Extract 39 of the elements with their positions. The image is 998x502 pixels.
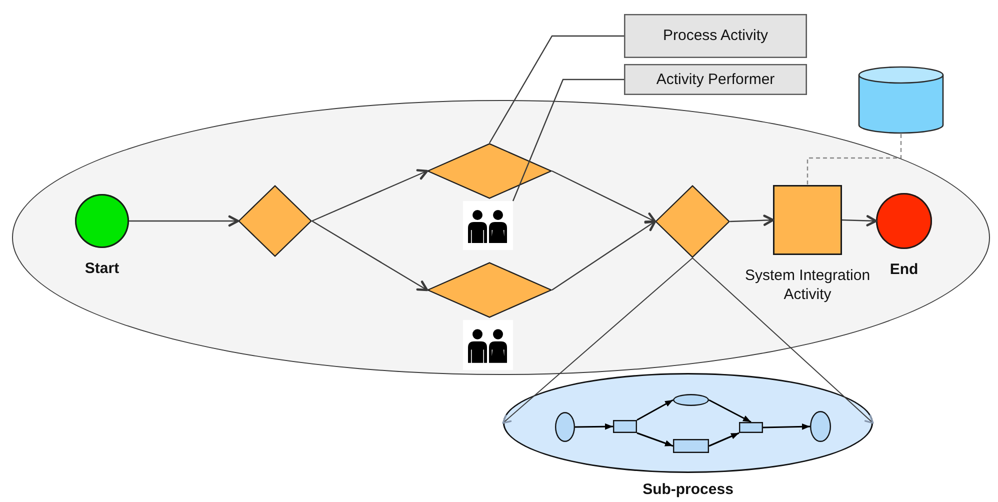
arrow <box>129 215 240 227</box>
arrow <box>708 432 740 447</box>
task-rect <box>673 439 709 453</box>
task-rect <box>613 420 637 433</box>
leader-line <box>488 35 624 144</box>
people-icon <box>463 320 513 370</box>
node-label: Sub-process <box>642 481 734 500</box>
gateway-diamond <box>655 185 730 258</box>
annotation-box <box>624 64 807 95</box>
arrow <box>552 220 656 290</box>
arrow <box>636 399 674 421</box>
arrow <box>730 214 774 226</box>
people-icon <box>463 201 513 250</box>
leader-line <box>512 78 624 202</box>
arrow <box>574 423 614 430</box>
state-ellipse <box>810 411 831 442</box>
activity-diamond <box>427 143 552 199</box>
state-ellipse <box>555 412 575 442</box>
arrow <box>312 220 428 292</box>
gateway-diamond <box>238 185 312 257</box>
arrow <box>708 399 752 423</box>
task-rect <box>739 422 763 433</box>
node-label: System Integration Activity <box>744 267 872 304</box>
arrow <box>552 170 656 223</box>
state-ellipse <box>673 394 709 406</box>
annotation-text: Activity Performer <box>656 70 775 88</box>
annotation-text: Process Activity <box>662 27 768 45</box>
arrow <box>762 423 810 430</box>
zoom-line <box>502 258 693 424</box>
zoom-line <box>692 258 874 424</box>
arrow <box>312 169 428 222</box>
arrow <box>636 432 674 447</box>
database-cylinder <box>858 66 944 134</box>
activity-diamond <box>427 262 552 318</box>
node-label: Start <box>84 260 120 279</box>
annotation-box <box>624 14 807 58</box>
node-label: End <box>890 261 918 280</box>
arrow <box>842 215 878 226</box>
dashed-connector <box>806 134 902 185</box>
